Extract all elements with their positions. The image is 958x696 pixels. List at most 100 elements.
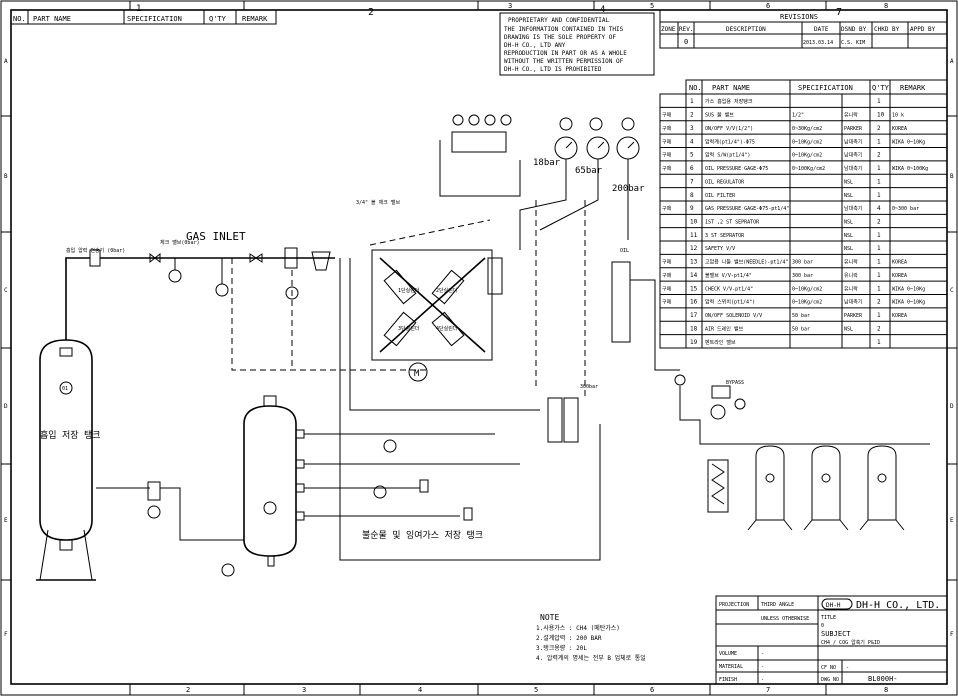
volume-value: - xyxy=(761,651,764,657)
bom-remark-cell: WIKA 0~10Kg xyxy=(892,286,925,292)
bom-name-cell: CHECK V/V-pt1/4" xyxy=(705,286,753,292)
bom-spec2-cell: NSL xyxy=(844,193,853,199)
header-remark: REMARK xyxy=(242,15,268,23)
tolerance-value: UNLESS OTHERWISE xyxy=(761,616,809,622)
col-label-top: 4 xyxy=(600,5,605,15)
title-label: TITLE xyxy=(821,615,836,621)
col-label-top: 1 xyxy=(136,4,141,14)
col-label-bottom: 5 xyxy=(534,686,538,694)
bom-spec2-cell: 유니락 xyxy=(844,285,858,292)
bom-spec-cell: 300 bar xyxy=(792,260,813,266)
company-logo: DH-H xyxy=(826,602,841,609)
bom-std-cell: 구매 xyxy=(662,138,672,145)
bom-name-cell: AIR 드레인 밸브 xyxy=(705,325,743,332)
bom-qty-cell: 1 xyxy=(877,98,881,105)
bom-qty-cell: 1 xyxy=(877,165,881,172)
note-line: 2.설계압력 : 200 BAR xyxy=(536,634,602,642)
notes: NOTE 1.사용가스 : CH4 (메탄가스) 2.설계압력 : 200 BA… xyxy=(536,613,646,662)
bom-std-cell: 구매 xyxy=(662,125,672,132)
bom-no-cell: 15 xyxy=(690,285,698,292)
bom-no-cell: 5 xyxy=(690,152,694,159)
proprietary-line: DRAWING IS THE SOLE PROPERTY OF xyxy=(504,34,616,41)
col-label-bottom: 4 xyxy=(418,686,422,694)
process-schematic: 01 흡입 저장 탱크 GAS INLET 흡입 압력 전송기 (0bar) 체… xyxy=(36,114,930,581)
row-label: E xyxy=(950,517,954,524)
bom-spec-cell: 0~30Kg/cm2 xyxy=(792,126,822,132)
stage-label: 4단실린더 xyxy=(436,325,457,332)
bom-name-cell: 압력 S/W(pt1/4") xyxy=(705,152,750,159)
bom-std-cell: 구매 xyxy=(662,152,672,159)
material-label: MATERIAL xyxy=(719,664,743,670)
pressure-label: 65bar xyxy=(575,166,603,176)
bom-no-cell: 17 xyxy=(690,312,698,319)
bom-header-part: PART NAME xyxy=(712,84,750,92)
rev-header: DESCRIPTION xyxy=(726,26,766,33)
bom-no-cell: 11 xyxy=(690,232,698,239)
proprietary-line: WITHOUT THE WRITTEN PERMISSION OF xyxy=(504,58,624,65)
bom-qty-cell: 2 xyxy=(877,125,881,132)
proprietary-line: DH-H CO., LTD ANY xyxy=(504,42,566,49)
bom-header-no: NO. xyxy=(689,84,702,92)
bom-remark-cell: WIKA 0~10Kg xyxy=(892,139,925,145)
subject-desc: CH4 / COG 압축기 P&ID xyxy=(821,639,880,646)
bom-spec2-cell: PARKER xyxy=(844,126,863,132)
bom-spec2-cell: 남대측기 xyxy=(844,299,862,306)
projection-label: PROJECTION xyxy=(719,602,749,608)
note-line: 4. 압력계의 명세는 전부 B 업체로 통일 xyxy=(536,654,646,662)
bom-header-qty: Q'TY xyxy=(872,84,890,92)
top-parts-header: NO. PART NAME SPECIFICATION Q'TY REMARK xyxy=(10,9,277,25)
bom-spec2-cell: NSL xyxy=(844,179,853,185)
bom-name-cell: OIL PRESSURE GAGE-Φ75 xyxy=(705,166,768,172)
bom-remark-cell: KOREA xyxy=(892,126,907,132)
company-name: DH-H CO., LTD. xyxy=(856,600,940,611)
bom-spec-cell: 50 bar xyxy=(792,326,810,332)
bom-spec-cell: 0~10Kg/cm2 xyxy=(792,300,822,306)
impurity-storage-tank: 불순물 및 잉여가스 저장 탱크 xyxy=(243,395,520,567)
small-label: BYPASS xyxy=(726,380,744,386)
bom-qty-cell: 1 xyxy=(877,192,881,199)
rev-header: ZONE xyxy=(661,26,676,33)
bom-spec2-cell: 남대측기 xyxy=(844,152,862,159)
bom-name-cell: ON/OFF V/V(1/2") xyxy=(705,126,753,132)
col-label-top: 5 xyxy=(650,2,654,10)
bom-remark-cell: 10 k xyxy=(892,113,904,119)
bom-qty-cell: 2 xyxy=(877,152,881,159)
inlet-storage-tank: 01 흡입 저장 탱크 xyxy=(36,339,101,581)
output-cylinders xyxy=(707,445,905,531)
bom-spec2-cell: NSL xyxy=(844,233,853,239)
pressure-gauges: 18bar 65bar 200bar xyxy=(519,117,645,250)
bom-std-cell: 구매 xyxy=(662,272,672,279)
bom-qty-cell: 1 xyxy=(877,138,881,145)
volume-label: VOLUME xyxy=(719,651,737,657)
bom-no-cell: 7 xyxy=(690,178,694,185)
bom-std-cell: 구매 xyxy=(662,285,672,292)
cf-no-value: - xyxy=(846,665,849,671)
projection-value: THIRD ANGLE xyxy=(761,602,794,608)
row-label: C xyxy=(950,287,954,294)
bom-qty-cell: 10 xyxy=(877,112,885,119)
bom-spec-cell: 0~10Kg/cm2 xyxy=(792,153,822,159)
col-label-bottom: 8 xyxy=(884,686,888,694)
bom-std-cell: 구매 xyxy=(662,259,672,266)
col-label-bottom: 3 xyxy=(302,686,306,694)
bom-no-cell: 9 xyxy=(690,205,694,212)
small-label: OIL xyxy=(620,248,629,254)
finish-label: FINISH xyxy=(719,677,737,683)
subject-label: SUBJECT xyxy=(821,630,851,638)
header-part-name: PART NAME xyxy=(33,15,71,23)
bom-name-cell: 벤트라인 밸브 xyxy=(705,339,736,346)
bom-name-cell: OIL FILTER xyxy=(705,193,736,199)
bom-remark-cell: WIKA 0~10Kg xyxy=(892,300,925,306)
bom-spec2-cell: PARKER xyxy=(844,313,863,319)
pressure-label: 18bar xyxy=(533,158,561,168)
proprietary-line: DH-H CO., LTD IS PROHIBITED xyxy=(504,66,602,73)
bom-header-remark: REMARK xyxy=(900,84,926,92)
note-line: 1.사용가스 : CH4 (메탄가스) xyxy=(536,624,620,632)
rev-header: DSND BY xyxy=(841,26,867,33)
bom-spec2-cell: NSL xyxy=(844,246,853,252)
bom-name-cell: 3 ST SEPRATOR xyxy=(705,233,745,239)
bom-qty-cell: 1 xyxy=(877,178,881,185)
col-label-top: 2 xyxy=(368,7,374,18)
